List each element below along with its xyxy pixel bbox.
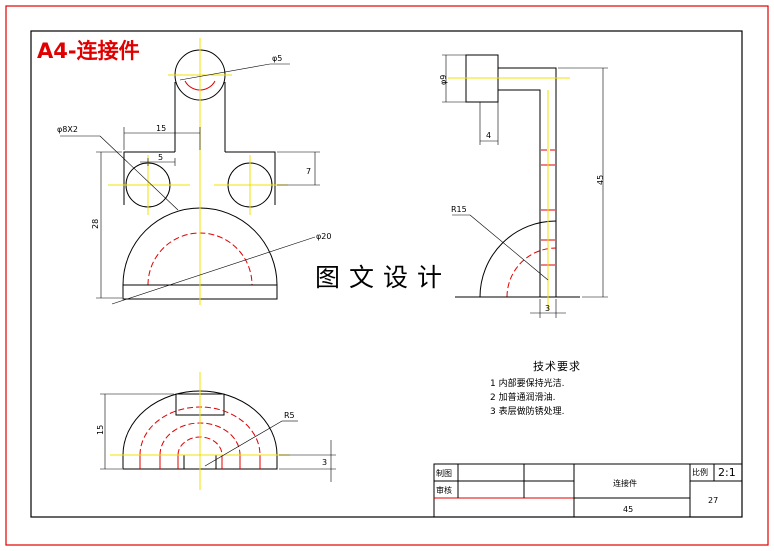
- side-view: φ9 4 45 R15 3: [439, 54, 608, 318]
- material: 45: [623, 505, 633, 514]
- requirement-item-3: 3 表层做防锈处理.: [490, 405, 564, 417]
- dim-7: 7: [306, 167, 311, 176]
- scale-value: 2:1: [718, 466, 736, 479]
- dim-3-bottom: 3: [322, 458, 327, 467]
- bottom-view: 15 R5 3: [96, 372, 336, 490]
- dim-phi20: φ20: [316, 232, 331, 241]
- dim-r15: R15: [451, 205, 467, 214]
- dim-3-side: 3: [545, 304, 550, 313]
- part-name: 连接件: [613, 478, 637, 488]
- dim-r5: R5: [284, 411, 295, 420]
- sheet-number: 27: [708, 496, 718, 505]
- requirement-item-2: 2 加普通润滑油.: [490, 391, 555, 403]
- requirements-heading: 技术要求: [533, 360, 581, 373]
- dim-15: 15: [156, 124, 166, 133]
- checked-label: 审核: [436, 485, 452, 495]
- outer-border: [5, 5, 769, 546]
- sheet-label: A4-连接件: [37, 39, 140, 63]
- dim-phi9: φ9: [439, 75, 448, 85]
- inner-frame: [30, 30, 743, 518]
- dim-4: 4: [486, 131, 491, 140]
- front-view: φ5 φ8X2 15 5 7 28 φ20: [57, 38, 331, 305]
- title-block: 制图 审核 连接件 45 比例 2:1 27: [433, 463, 743, 518]
- dim-phi5: φ5: [272, 54, 282, 63]
- requirement-item-1: 1 内部要保持光洁.: [490, 377, 564, 389]
- dim-45: 45: [596, 175, 605, 185]
- dim-phi8x2: φ8X2: [57, 125, 78, 134]
- scale-label: 比例: [692, 467, 708, 477]
- dim-15-bottom: 15: [96, 425, 105, 435]
- dim-5: 5: [158, 153, 163, 162]
- technical-requirements: 技术要求 1 内部要保持光洁. 2 加普通润滑油. 3 表层做防锈处理.: [490, 360, 581, 417]
- dim-28: 28: [91, 219, 100, 229]
- watermark: 图文设计: [315, 263, 451, 292]
- drawn-label: 制图: [436, 468, 452, 478]
